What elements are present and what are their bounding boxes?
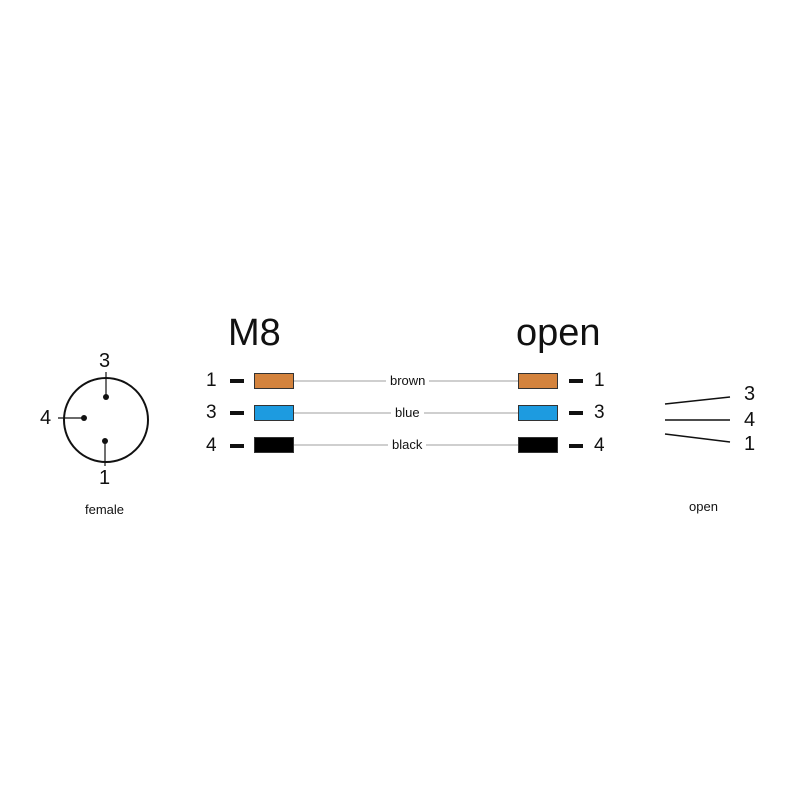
row-2-left-pin: 3	[206, 402, 217, 423]
row-3-right-pin: 4	[594, 435, 605, 456]
row-1-left-sleeve	[254, 373, 294, 389]
row-1-left-dash	[230, 379, 244, 383]
row-3-wire-label: black	[388, 438, 427, 451]
right-header: open	[516, 312, 601, 354]
pin-3-dot	[103, 394, 109, 400]
row-3-left-sleeve	[254, 437, 294, 453]
pin-1-dot	[102, 438, 108, 444]
left-header: M8	[228, 312, 281, 354]
row-3-right-dash	[569, 444, 583, 448]
open-lead-4-label: 4	[744, 409, 756, 431]
open-lead-3	[664, 396, 731, 405]
row-2-left-sleeve	[254, 405, 294, 421]
pin-4-label: 4	[40, 407, 52, 429]
open-lead-1	[664, 433, 731, 443]
row-1-right-sleeve	[518, 373, 558, 389]
pin-3-label: 3	[99, 350, 111, 372]
row-2-right-pin: 3	[594, 402, 605, 423]
row-1-left-pin: 1	[206, 370, 217, 391]
pin-1-label: 1	[99, 467, 111, 489]
open-lead-3-label: 3	[744, 383, 756, 405]
row-3-left-dash	[230, 444, 244, 448]
row-1-right-dash	[569, 379, 583, 383]
open-caption: open	[689, 499, 718, 514]
row-1-wire-label: brown	[386, 374, 430, 387]
connector-caption: female	[85, 502, 125, 517]
row-2-right-dash	[569, 411, 583, 415]
row-2-left-dash	[230, 411, 244, 415]
pin-4-dot	[81, 415, 87, 421]
row-1-right-pin: 1	[594, 370, 605, 391]
row-2-wire-label: blue	[391, 406, 424, 419]
open-lead-1-label: 1	[744, 433, 756, 455]
row-2-right-sleeve	[518, 405, 558, 421]
row-3-right-sleeve	[518, 437, 558, 453]
row-3-left-pin: 4	[206, 435, 217, 456]
